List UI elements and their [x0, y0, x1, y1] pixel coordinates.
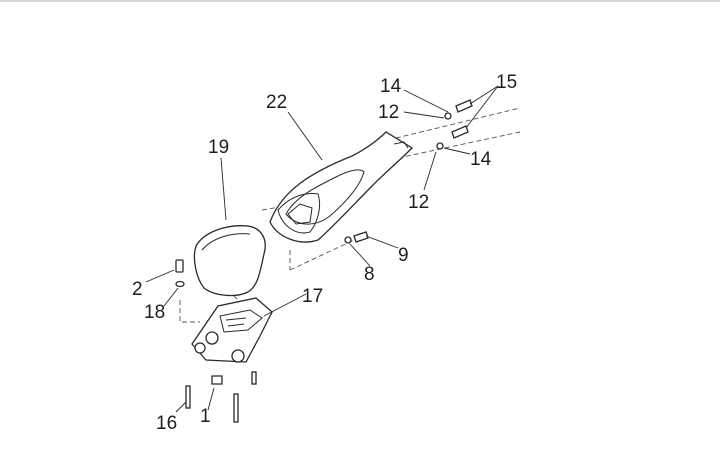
callout-2: 2: [132, 279, 143, 300]
callout-12-lower: 12: [408, 192, 429, 213]
callout-22: 22: [266, 92, 287, 113]
hardware-parts: [175, 99, 473, 423]
tail-fairing-part: [269, 131, 414, 243]
callout-15: 15: [496, 72, 517, 93]
callout-14-lower: 14: [470, 149, 492, 170]
base-plate-part: [191, 297, 273, 363]
top-border: [0, 0, 720, 2]
callout-1: 1: [200, 406, 211, 427]
callout-9: 9: [398, 245, 409, 266]
callout-17: 17: [302, 286, 323, 307]
callout-leader-lines: [145, 85, 499, 413]
callout-18: 18: [144, 302, 165, 323]
seat-part: [193, 225, 266, 297]
callout-12-upper: 12: [378, 102, 399, 123]
callout-19: 19: [208, 137, 229, 158]
callout-16: 16: [156, 413, 177, 434]
callout-8: 8: [364, 264, 375, 285]
callout-14-upper: 14: [380, 76, 402, 97]
